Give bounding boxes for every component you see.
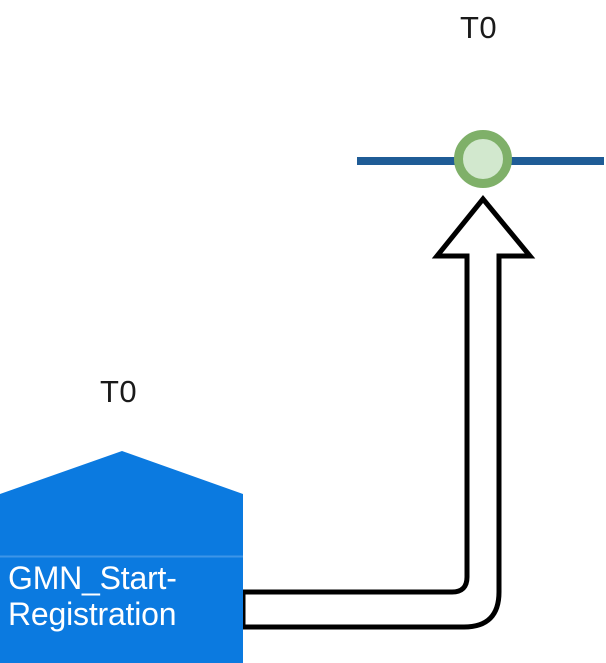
connector-arrow-outline bbox=[240, 195, 536, 630]
state-circle[interactable] bbox=[454, 130, 512, 188]
connector-flow-arrow[interactable] bbox=[240, 195, 536, 630]
lifeline-label-t0: T0 bbox=[460, 10, 498, 45]
start-node-text: GMN_Start- Registration bbox=[8, 560, 177, 633]
start-node-label-t0: T0 bbox=[100, 374, 138, 409]
